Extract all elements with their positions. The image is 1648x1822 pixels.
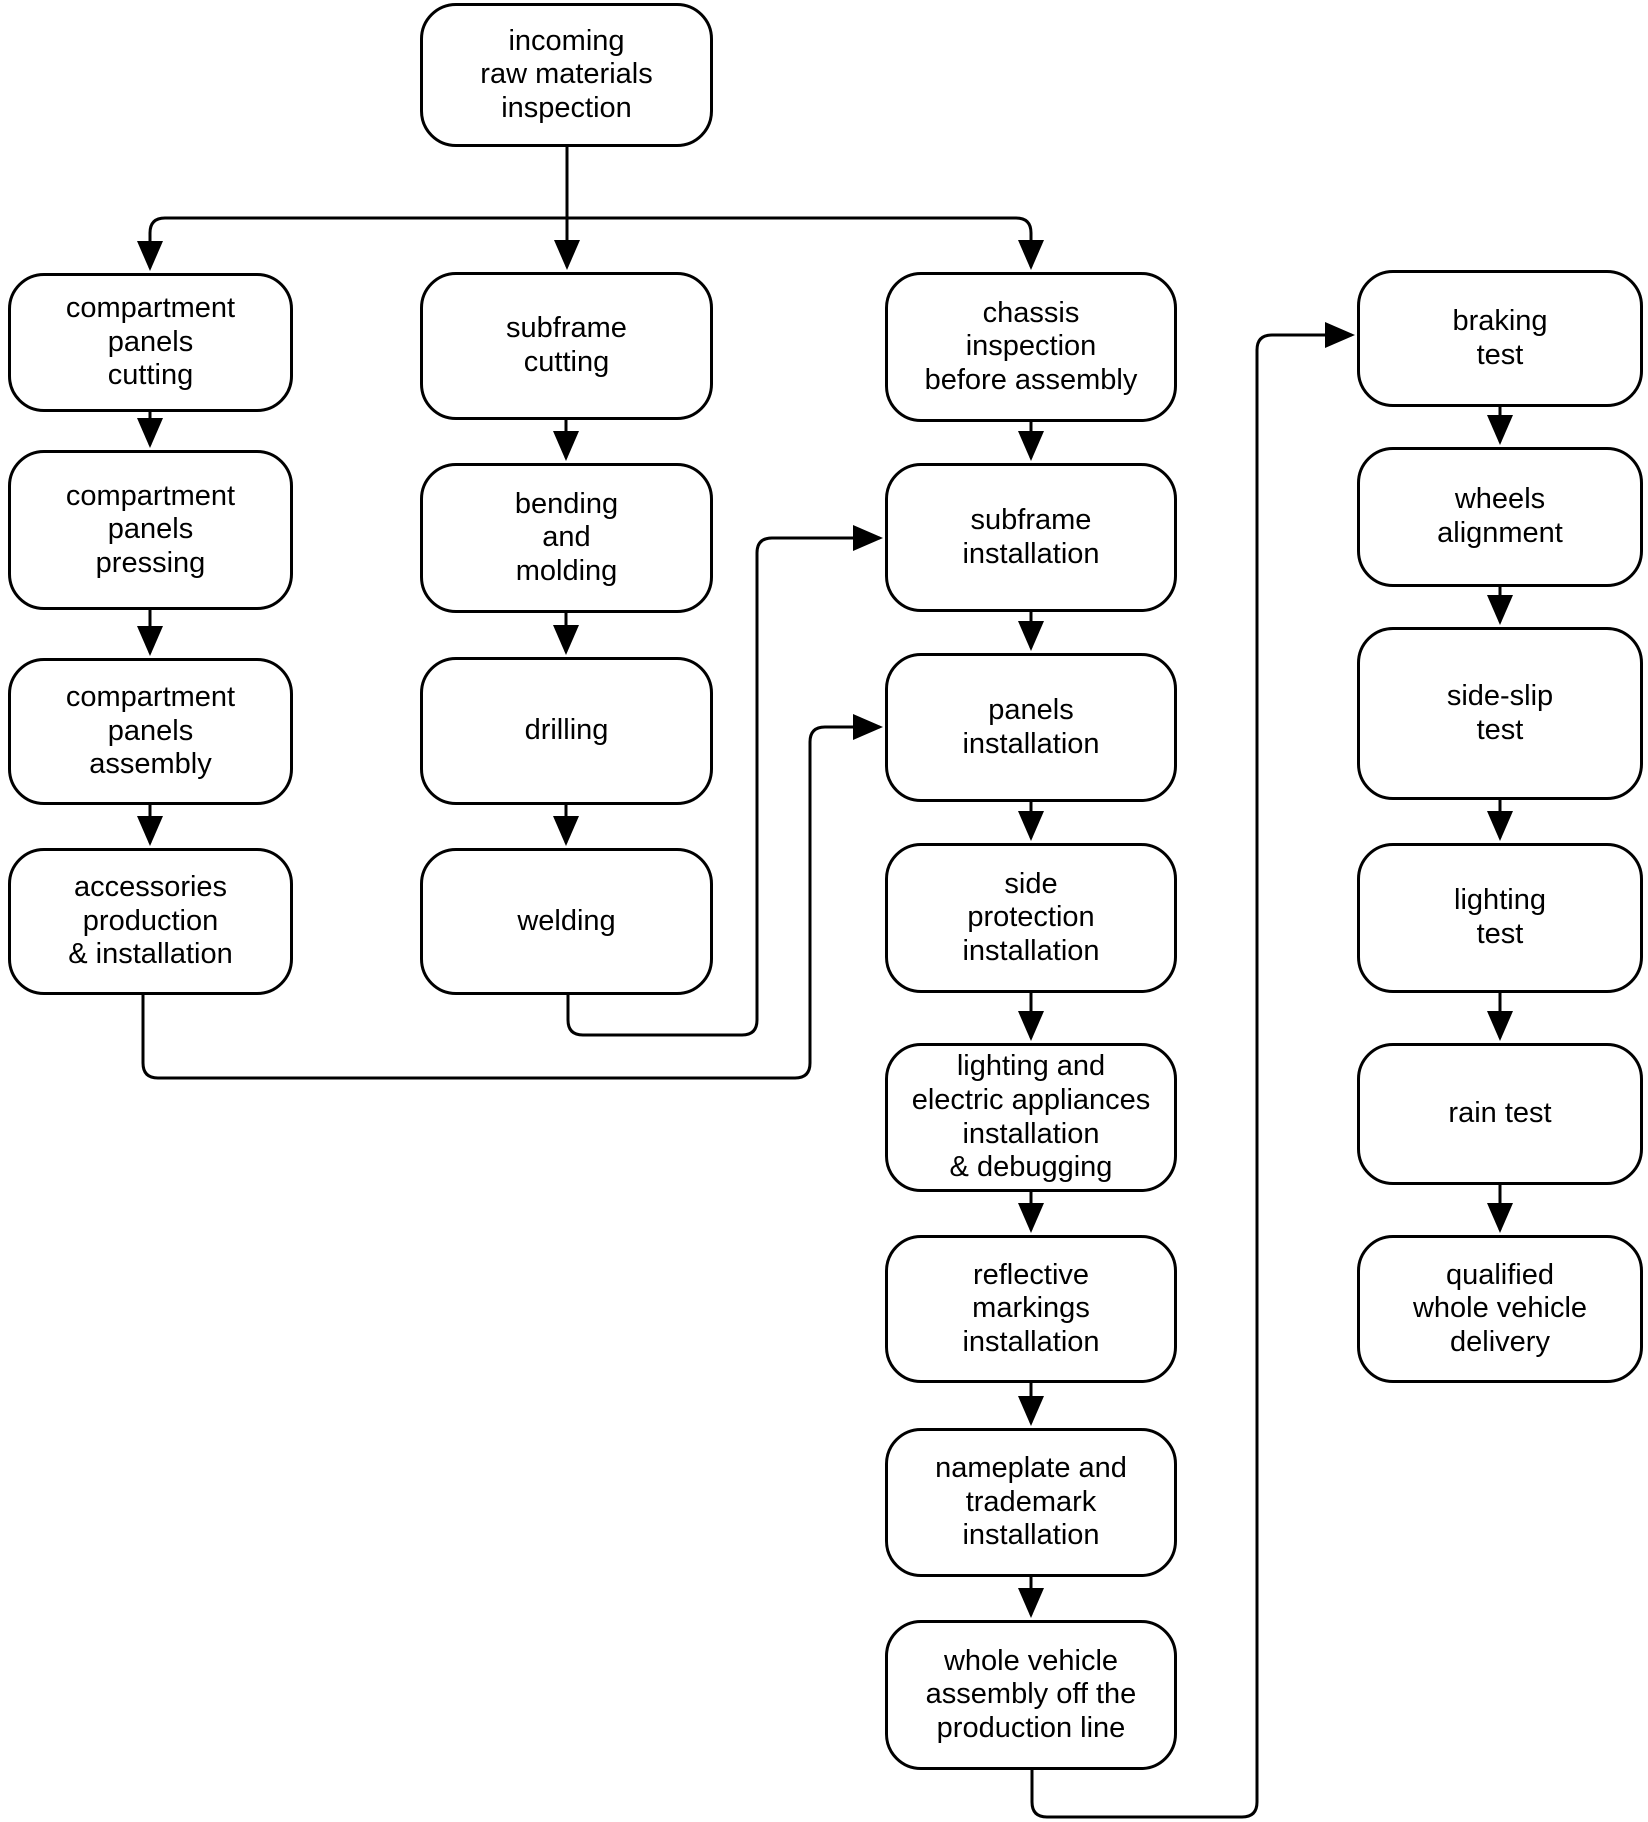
node-label: chassis inspection before assembly bbox=[924, 296, 1138, 396]
node-subframe-cutting: subframe cutting bbox=[420, 272, 713, 420]
node-label: subframe cutting bbox=[506, 312, 627, 378]
node-qualified-whole-vehicle-delivery: qualified whole vehicle delivery bbox=[1357, 1235, 1643, 1383]
node-label: welding bbox=[517, 904, 616, 937]
node-rain-test: rain test bbox=[1357, 1043, 1643, 1185]
node-label: compartment panels assembly bbox=[65, 681, 236, 781]
node-bending-and-molding: bending and molding bbox=[420, 463, 713, 613]
node-label: rain test bbox=[1448, 1097, 1552, 1130]
node-label: nameplate and trademark installation bbox=[935, 1452, 1127, 1552]
node-compartment-panels-assembly: compartment panels assembly bbox=[8, 658, 293, 805]
node-braking-test: braking test bbox=[1357, 270, 1643, 407]
node-label: compartment panels pressing bbox=[65, 479, 236, 579]
node-subframe-installation: subframe installation bbox=[885, 463, 1177, 612]
node-label: lighting test bbox=[1454, 884, 1546, 950]
node-reflective-markings-installation: reflective markings installation bbox=[885, 1235, 1177, 1383]
edge-fork-right-to-chassis-inspection bbox=[567, 216, 1044, 270]
node-drilling: drilling bbox=[420, 657, 713, 805]
node-side-protection-installation: side protection installation bbox=[885, 843, 1177, 993]
node-chassis-inspection-before-assembly: chassis inspection before assembly bbox=[885, 272, 1177, 422]
node-label: accessories production & installation bbox=[68, 871, 233, 971]
node-label: panels installation bbox=[962, 693, 1100, 760]
node-label: qualified whole vehicle delivery bbox=[1412, 1258, 1588, 1358]
node-label: wheels alignment bbox=[1437, 483, 1563, 549]
node-label: incoming raw materials inspection bbox=[480, 24, 653, 124]
node-incoming-raw-materials-inspection: incoming raw materials inspection bbox=[420, 3, 713, 147]
node-label: lighting and electric appliances install… bbox=[911, 1050, 1151, 1184]
node-label: whole vehicle assembly off the productio… bbox=[925, 1644, 1137, 1744]
node-lighting-test: lighting test bbox=[1357, 843, 1643, 993]
node-label: braking test bbox=[1452, 304, 1548, 371]
node-label: drilling bbox=[524, 714, 609, 747]
node-label: subframe installation bbox=[962, 503, 1100, 570]
edge-whole-vehicle-assembly-to-braking-test bbox=[1030, 322, 1355, 1819]
node-welding: welding bbox=[420, 848, 713, 995]
node-lighting-electric-appliances: lighting and electric appliances install… bbox=[885, 1043, 1177, 1192]
node-side-slip-test: side-slip test bbox=[1357, 627, 1643, 800]
node-wheels-alignment: wheels alignment bbox=[1357, 447, 1643, 587]
edge-accessories-to-panels-installation bbox=[141, 714, 883, 1080]
node-compartment-panels-cutting: compartment panels cutting bbox=[8, 273, 293, 412]
node-label: side protection installation bbox=[962, 867, 1100, 967]
node-accessories-production-installation: accessories production & installation bbox=[8, 848, 293, 995]
node-panels-installation: panels installation bbox=[885, 653, 1177, 802]
node-label: bending and molding bbox=[514, 487, 619, 587]
edge-fork-left-to-compartment-cutting bbox=[137, 216, 567, 271]
node-compartment-panels-pressing: compartment panels pressing bbox=[8, 450, 293, 610]
node-label: compartment panels cutting bbox=[65, 292, 236, 392]
node-label: side-slip test bbox=[1446, 679, 1554, 746]
node-nameplate-trademark-installation: nameplate and trademark installation bbox=[885, 1428, 1177, 1577]
edge-welding-to-subframe-installation bbox=[566, 525, 883, 1037]
node-label: reflective markings installation bbox=[962, 1258, 1100, 1358]
node-whole-vehicle-assembly-off-line: whole vehicle assembly off the productio… bbox=[885, 1620, 1177, 1770]
